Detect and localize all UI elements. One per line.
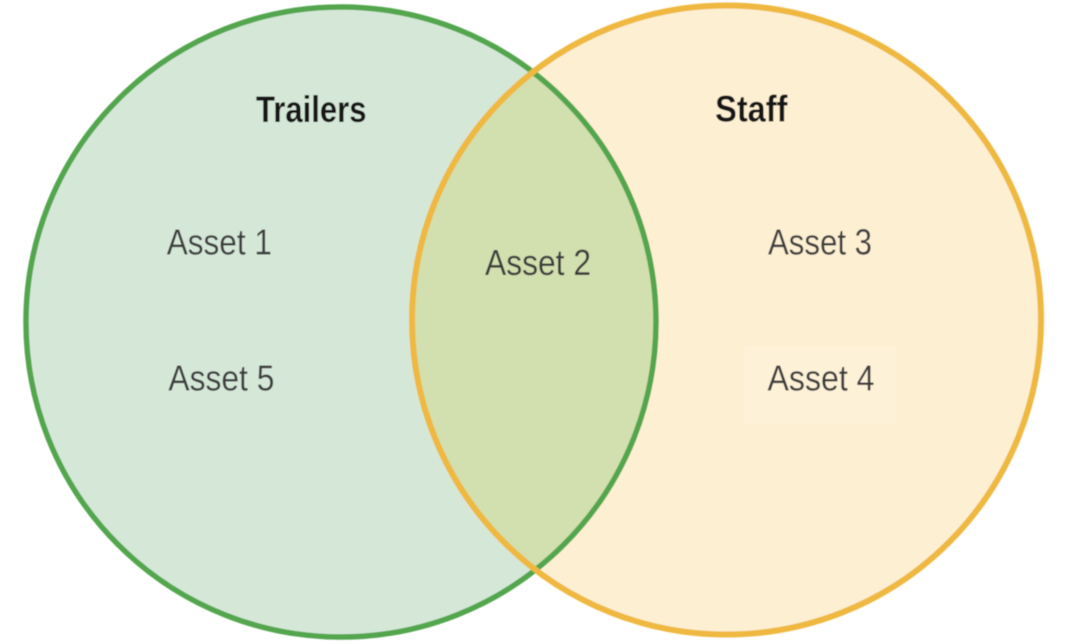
svg-text:Asset 3: Asset 3 bbox=[768, 222, 872, 263]
svg-text:Asset 2: Asset 2 bbox=[485, 242, 591, 283]
svg-text:Asset 1: Asset 1 bbox=[167, 221, 272, 262]
svg-text:Asset 5: Asset 5 bbox=[168, 358, 274, 399]
svg-text:Staff: Staff bbox=[715, 87, 788, 129]
svg-text:Trailers: Trailers bbox=[256, 88, 367, 130]
svg-text:Asset 4: Asset 4 bbox=[768, 358, 875, 399]
